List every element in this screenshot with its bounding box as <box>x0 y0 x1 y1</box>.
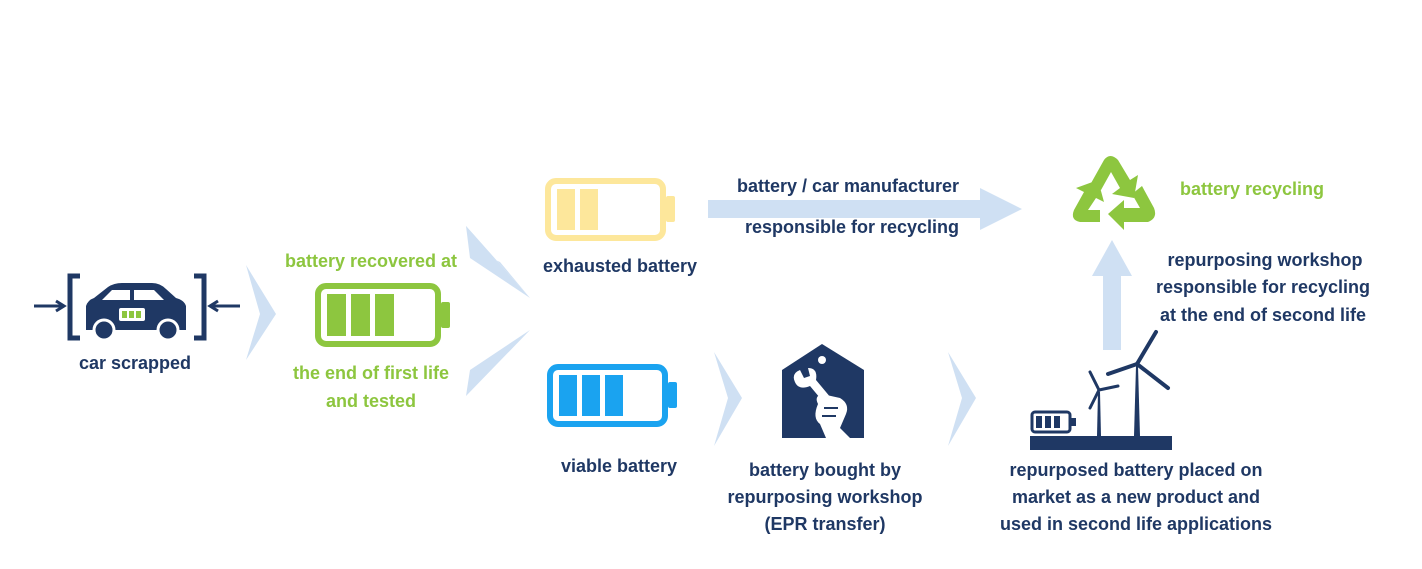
chevron-arrow-viable <box>714 352 742 446</box>
workshop-label-line3: at the end of second life <box>1159 305 1367 325</box>
workshop-label-line1: repurposing workshop <box>1167 250 1363 270</box>
placed-label-line3: used in second life applications <box>999 514 1273 534</box>
manufacturer-label-line2: responsible for recycling <box>744 217 960 237</box>
recovered-label-line2: the end of first life <box>292 363 449 383</box>
bought-label-line1: battery bought by <box>749 460 901 480</box>
manufacturer-label-line1: battery / car manufacturer <box>736 176 960 196</box>
recovered-label-line1: battery recovered at <box>284 251 458 271</box>
battery-recycling-label: battery recycling <box>1179 179 1325 199</box>
up-arrow-recycling <box>1092 240 1132 350</box>
exhausted-battery-label: exhausted battery <box>542 256 698 276</box>
placed-label-line2: market as a new product and <box>1011 487 1261 507</box>
car-scrapped-label: car scrapped <box>78 353 192 373</box>
placed-label-line1: repurposed battery placed on <box>1009 460 1263 480</box>
recovered-label-line3: and tested <box>325 391 417 411</box>
bought-label-line3: (EPR transfer) <box>764 514 886 534</box>
chevron-arrow-workshop <box>948 352 976 446</box>
bought-label-line2: repurposing workshop <box>727 487 923 507</box>
viable-battery-label: viable battery <box>560 456 678 476</box>
branch-arrow-down <box>466 330 530 396</box>
chevron-arrow-car <box>246 265 276 360</box>
manufacturer-arrow <box>708 188 1022 230</box>
branch-arrow-up-head <box>466 226 530 298</box>
workshop-label-line2: responsible for recycling <box>1155 277 1371 297</box>
